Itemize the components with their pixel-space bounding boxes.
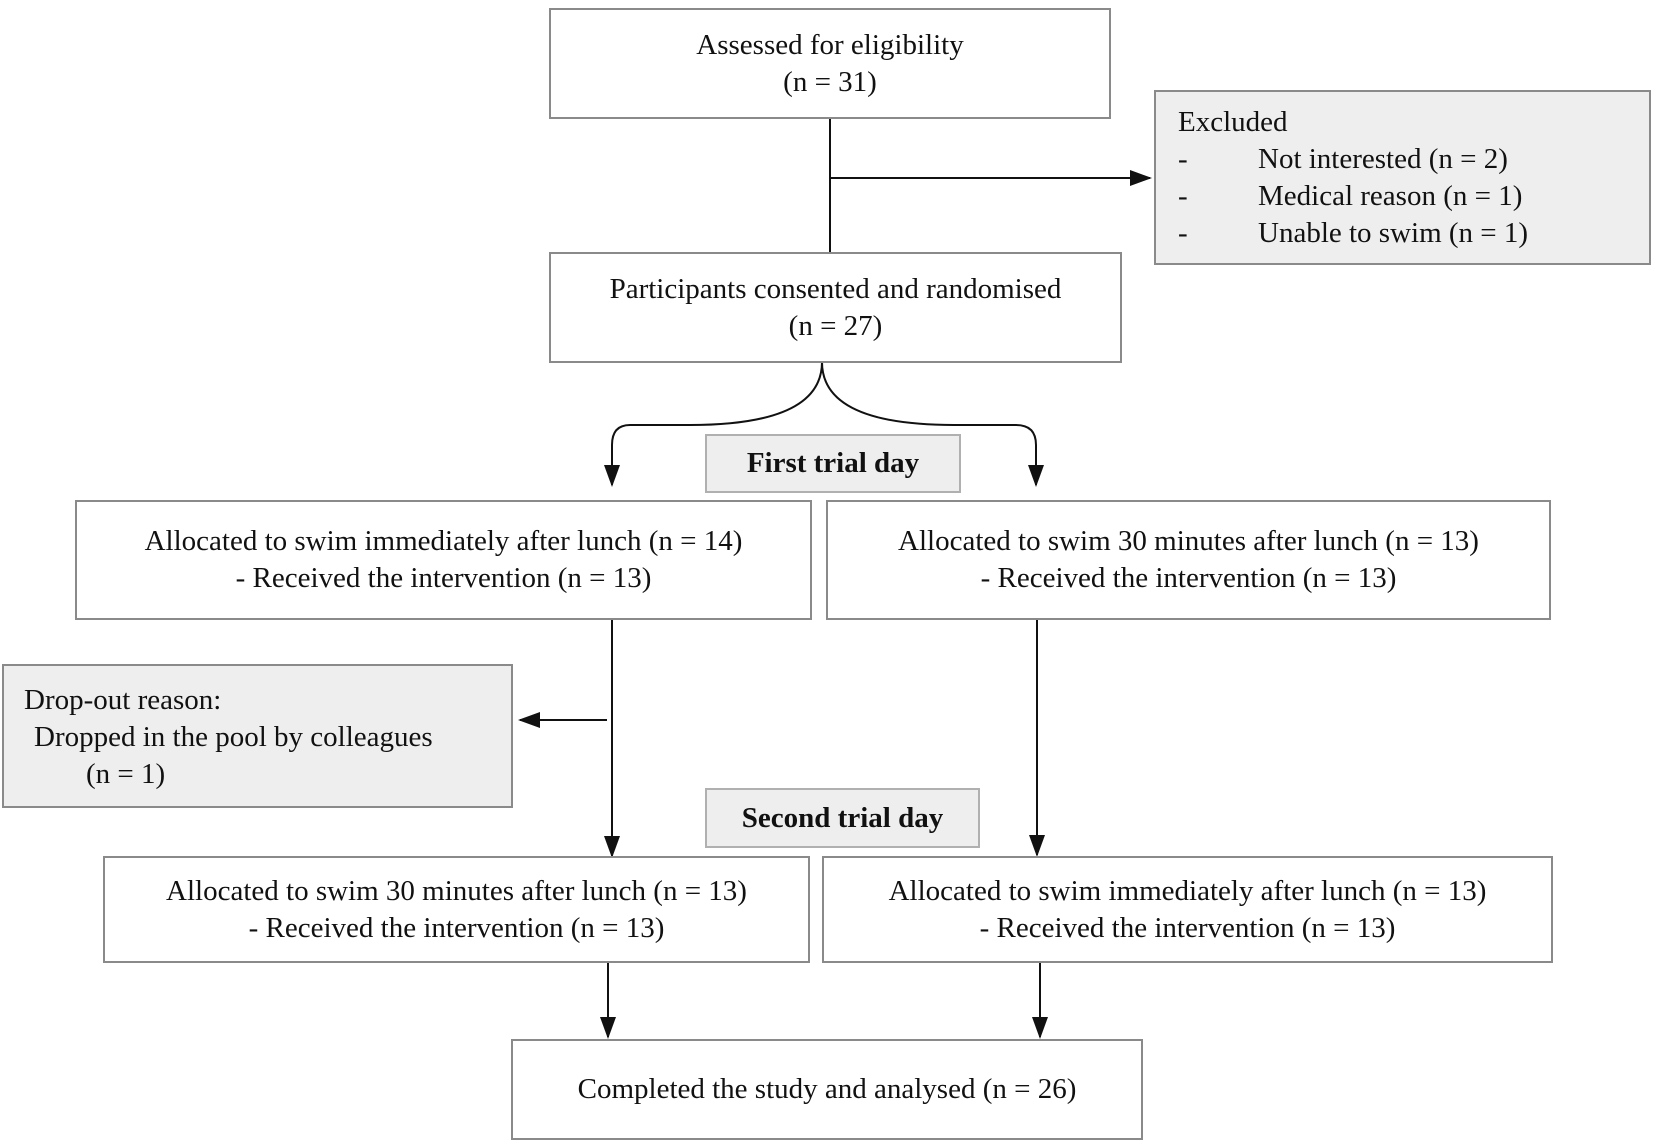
day2-30min-box: Allocated to swim 30 minutes after lunch… — [103, 856, 810, 963]
dropout-reason: Dropped in the pool by colleagues — [34, 721, 433, 753]
randomised-box: Participants consented and randomised (n… — [549, 252, 1122, 363]
randomise-branch-right-arrow — [821, 361, 1044, 487]
dropout-box: Drop-out reason: Dropped in the pool by … — [2, 664, 513, 808]
first-trial-day-label: First trial day — [705, 434, 961, 493]
excluded-box: Excluded -Not interested (n = 2) -Medica… — [1154, 90, 1651, 265]
randomised-count: (n = 27) — [788, 309, 883, 342]
completed-text: Completed the study and analysed (n = 26… — [577, 1073, 1077, 1105]
excluded-item: -Unable to swim (n = 1) — [1178, 217, 1529, 249]
received-line: - Received the intervention (n = 13) — [235, 562, 652, 594]
excluded-item: -Medical reason (n = 1) — [1178, 180, 1523, 212]
excluded-item: -Not interested (n = 2) — [1178, 143, 1508, 175]
completed-box: Completed the study and analysed (n = 26… — [511, 1039, 1143, 1140]
excluded-title: Excluded — [1178, 106, 1288, 138]
received-line: - Received the intervention (n = 13) — [248, 911, 665, 944]
second-trial-day-label: Second trial day — [705, 788, 980, 848]
randomised-title: Participants consented and randomised — [609, 272, 1062, 305]
assessed-count: (n = 31) — [783, 65, 877, 98]
allocation-line: Allocated to swim 30 minutes after lunch… — [166, 874, 747, 907]
received-line: - Received the intervention (n = 13) — [980, 562, 1397, 594]
randomise-branch-left-arrow — [604, 361, 823, 487]
assessed-title: Assessed for eligibility — [696, 28, 964, 61]
day1-30min-box: Allocated to swim 30 minutes after lunch… — [826, 500, 1551, 620]
allocation-line: Allocated to swim immediately after lunc… — [144, 525, 743, 557]
dropout-count: (n = 1) — [86, 758, 166, 790]
allocation-line: Allocated to swim 30 minutes after lunch… — [898, 525, 1479, 557]
assessed-box: Assessed for eligibility (n = 31) — [549, 8, 1111, 119]
received-line: - Received the intervention (n = 13) — [979, 911, 1396, 944]
dropout-title: Drop-out reason: — [24, 684, 222, 716]
day2-immediate-box: Allocated to swim immediately after lunc… — [822, 856, 1553, 963]
allocation-line: Allocated to swim immediately after lunc… — [888, 874, 1487, 907]
day1-immediate-box: Allocated to swim immediately after lunc… — [75, 500, 812, 620]
